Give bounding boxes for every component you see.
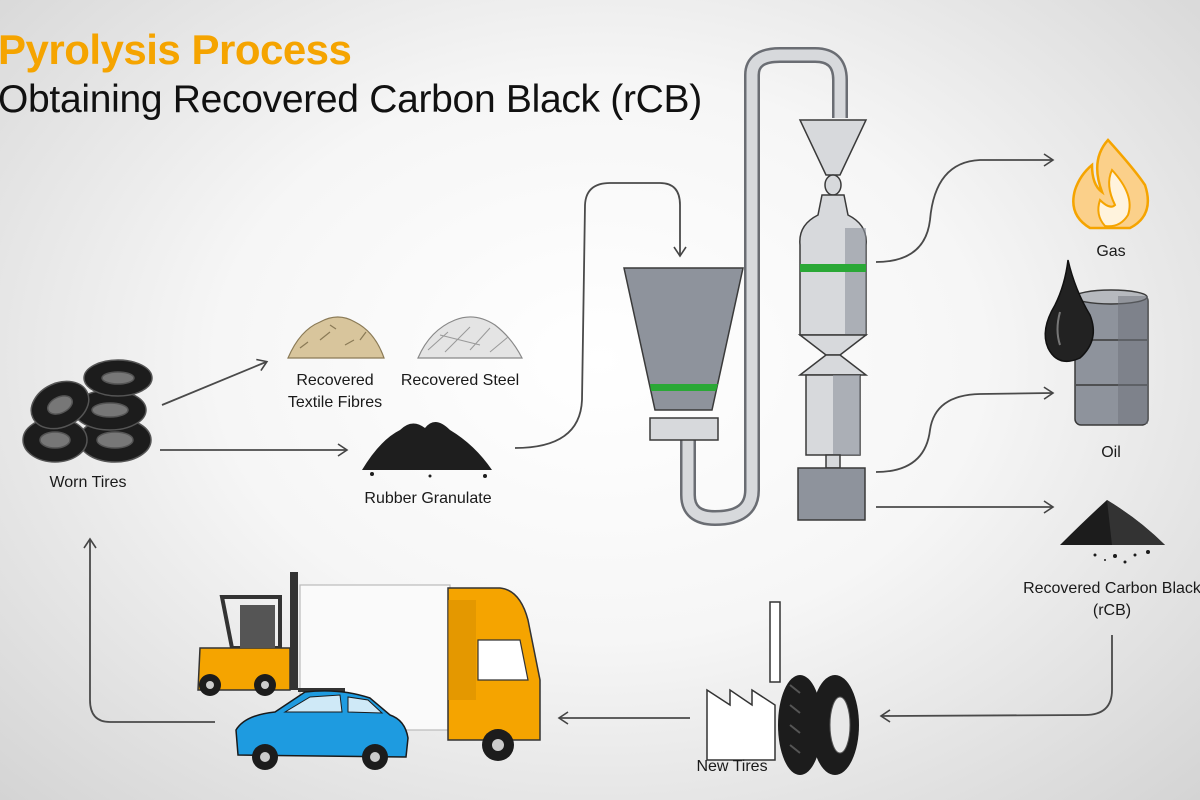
arrow-to-gas — [875, 153, 1055, 263]
label-rcb: Recovered Carbon Black (rCB) — [1023, 578, 1200, 622]
label-rubber-granulate: Rubber Granulate — [364, 490, 492, 507]
arrow-rcb-to-new-tires — [879, 635, 1113, 723]
pyrolysis-reactor-icon — [623, 47, 869, 527]
rubber-granulate-icon — [362, 421, 492, 478]
label-oil: Oil — [1101, 444, 1121, 461]
truck-icon — [299, 584, 541, 761]
label-textile-line1: Recovered — [296, 372, 374, 389]
label-textile-fibres: Recovered Textile Fibres — [288, 370, 382, 414]
forklift-icon — [197, 572, 345, 696]
label-rcb-line2: (rCB) — [1092, 602, 1132, 619]
label-steel: Recovered Steel — [400, 372, 520, 389]
car-icon — [235, 690, 409, 770]
oil-drum-icon — [1044, 259, 1149, 426]
label-new-tires: New Tires — [696, 758, 768, 775]
factory-icon — [706, 601, 781, 761]
worn-tires-icon — [22, 359, 153, 463]
steel-icon — [417, 316, 523, 359]
page-title: Pyrolysis Process — [0, 26, 352, 73]
arrow-vehicles-to-worn-tires — [83, 537, 215, 723]
arrow-to-oil — [875, 386, 1055, 473]
label-rcb-line1: Recovered Carbon Black — [1023, 580, 1200, 597]
page-subtitle: Obtaining Recovered Carbon Black (rCB) — [0, 78, 702, 121]
arrow-tires-to-fibres — [161, 358, 269, 406]
label-gas: Gas — [1096, 243, 1126, 260]
arrow-granulate-to-funnel — [514, 182, 687, 449]
flow-arrows — [83, 153, 1113, 725]
new-tires-icon — [778, 675, 859, 775]
carbon-black-pile-icon — [1060, 500, 1165, 564]
textile-fibres-icon — [287, 316, 385, 359]
gas-flame-icon — [1072, 138, 1150, 230]
label-worn-tires: Worn Tires — [49, 474, 127, 491]
label-textile-line2: Textile Fibres — [287, 394, 383, 411]
